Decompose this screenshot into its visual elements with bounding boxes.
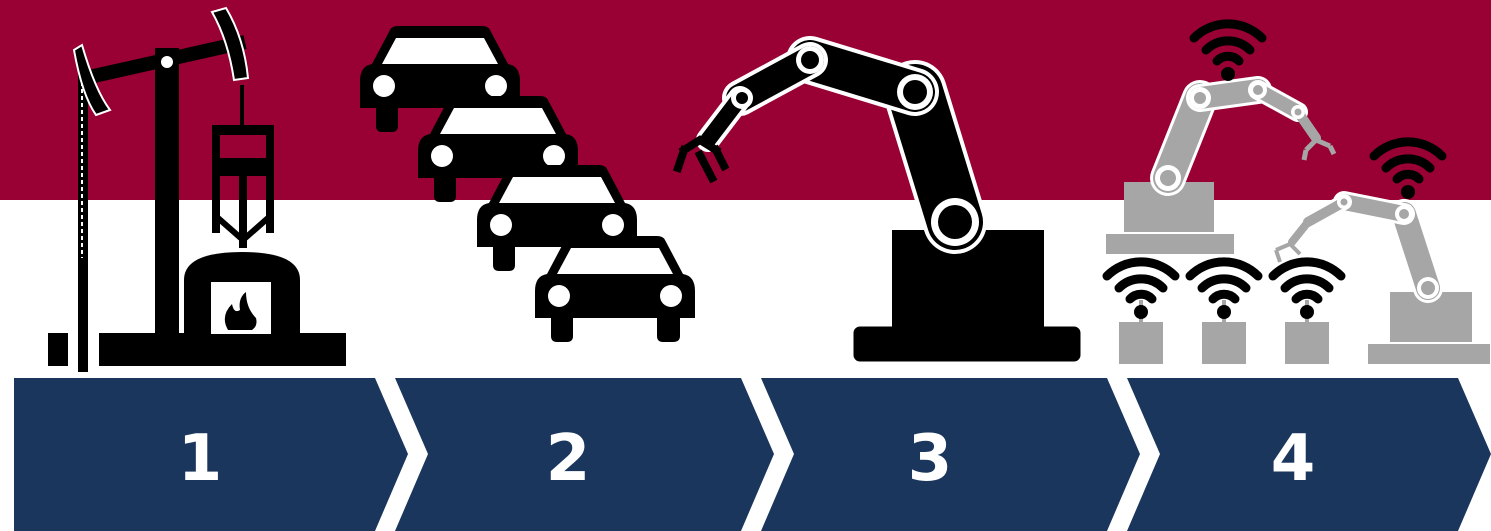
step-number-4: 4 bbox=[1271, 422, 1316, 496]
chevron-divider-3 bbox=[1107, 378, 1160, 531]
steam-engine-icon bbox=[48, 6, 346, 372]
chevron-tip bbox=[1458, 378, 1491, 531]
process-chevron-bar: 1 2 3 4 bbox=[0, 378, 1491, 531]
chevron-divider-2 bbox=[741, 378, 794, 531]
step-number-2: 2 bbox=[546, 422, 591, 496]
step-number-1: 1 bbox=[178, 422, 223, 496]
connected-robots-wifi-icon bbox=[1106, 24, 1490, 364]
chevron-divider-1 bbox=[375, 378, 428, 531]
step-number-3: 3 bbox=[908, 422, 953, 496]
industrial-robot-arm-icon bbox=[672, 36, 1084, 365]
